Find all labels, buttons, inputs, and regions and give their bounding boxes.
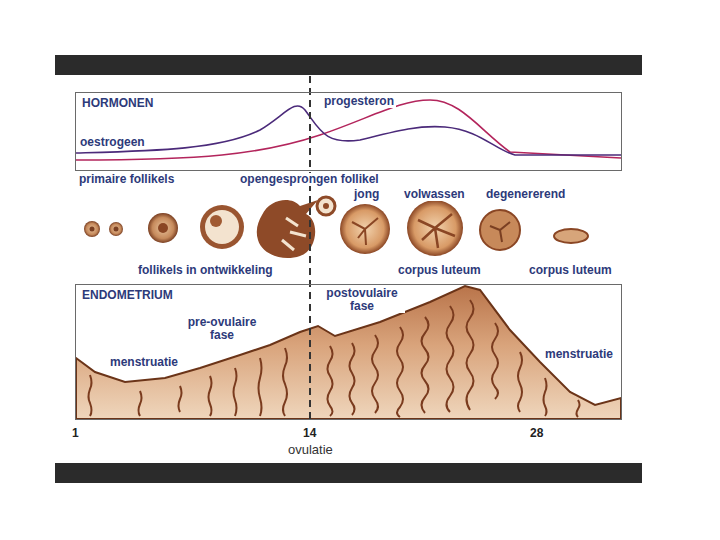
phase-label: pre-ovulaire fase — [181, 316, 263, 342]
stage-label: corpus luteum — [527, 264, 614, 277]
phase-label: menstruatie — [543, 348, 615, 361]
stage-label: opengesprongen follikel — [238, 173, 381, 186]
stage-label: follikels in ontwikkeling — [136, 264, 275, 277]
frame-bar — [55, 55, 642, 75]
oestrogen-curve — [76, 106, 621, 155]
day-number: 14 — [301, 427, 318, 440]
day-number: 28 — [528, 427, 545, 440]
panel-heading: ENDOMETRIUM — [80, 288, 175, 302]
axis-label: ovulatie — [286, 443, 335, 456]
uterine-glands — [89, 300, 580, 417]
phase-label: postovulaire fase — [319, 287, 405, 313]
panel-heading: HORMONEN — [80, 96, 155, 110]
frame-bar — [55, 463, 642, 483]
phase-label: menstruatie — [108, 356, 180, 369]
endometrium-tissue — [76, 286, 621, 419]
stage-label: jong — [352, 188, 381, 201]
stage-label: volwassen — [402, 188, 467, 201]
stage-label: primaire follikels — [77, 173, 176, 186]
ovulation-line — [309, 76, 311, 421]
day-number: 1 — [70, 427, 81, 440]
progesterone-curve — [76, 100, 621, 160]
stage-label: degenererend — [484, 188, 567, 201]
curve-label: oestrogeen — [78, 136, 147, 149]
stage-label: corpus luteum — [396, 264, 483, 277]
follicles — [84, 197, 588, 258]
curve-label: progesteron — [322, 95, 396, 108]
